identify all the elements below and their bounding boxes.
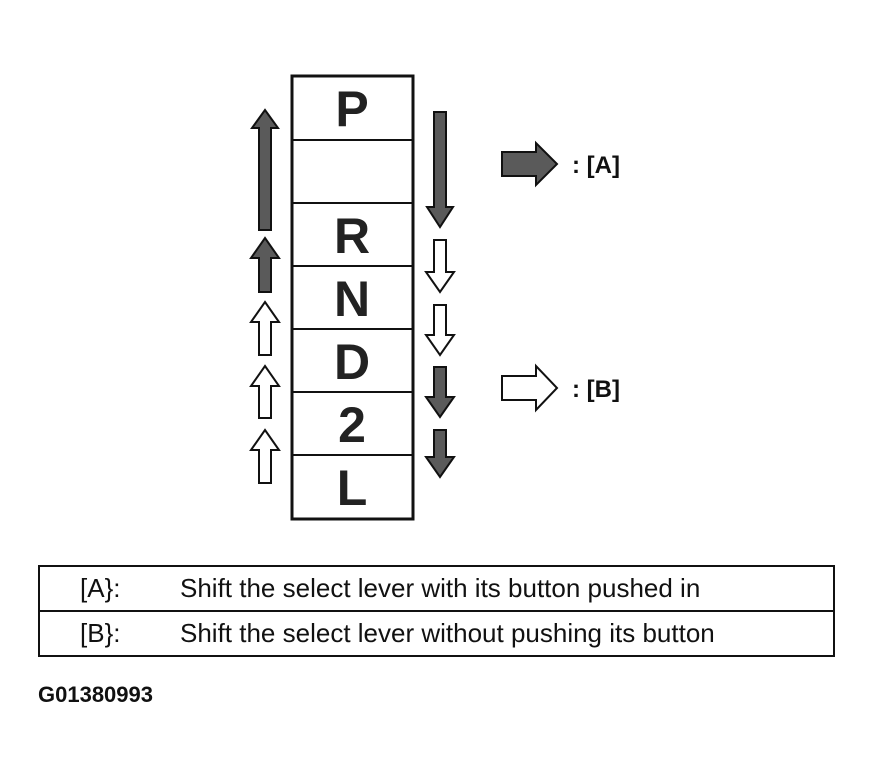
gear-2-label: 2	[338, 397, 366, 453]
up-arrow-outline-icon	[249, 364, 281, 419]
up-arrow-icon	[249, 236, 281, 293]
right-arrow-outline-icon	[501, 363, 559, 413]
down-arrow-icon	[424, 366, 456, 419]
arrow-key-b-label: : [B]	[572, 376, 620, 403]
shift-pattern-diagram: P R N D 2 L : [A] : [	[249, 74, 620, 521]
downshift-arrows	[424, 111, 456, 479]
down-arrow-icon	[425, 111, 455, 229]
legend-table: [A}: Shift the select lever with its butt…	[38, 565, 835, 657]
arrow-key-b: : [B]	[501, 363, 620, 413]
down-arrow-outline-icon	[424, 304, 456, 357]
gear-d-label: D	[334, 334, 370, 390]
gear-l-label: L	[337, 460, 368, 516]
legend-row-a: [A}: Shift the select lever with its butt…	[38, 565, 835, 612]
arrow-key-a-label: : [A]	[572, 152, 620, 179]
up-arrow-outline-icon	[249, 428, 281, 484]
up-arrow-icon	[250, 108, 280, 231]
upshift-arrows	[249, 108, 281, 484]
down-arrow-outline-icon	[424, 239, 456, 294]
legend-text-a: Shift the select lever with its button p…	[180, 573, 701, 603]
legend-key-b: [B}:	[80, 618, 121, 648]
figure-id: G01380993	[38, 682, 153, 707]
legend-text-b: Shift the select lever without pushing i…	[180, 618, 715, 648]
legend-row-b: [B}: Shift the select lever without pushi…	[38, 610, 835, 657]
down-arrow-icon	[424, 429, 456, 479]
up-arrow-outline-icon	[249, 300, 281, 356]
gear-r-label: R	[334, 208, 370, 264]
shift-gate: P R N D 2 L	[290, 74, 415, 521]
gear-n-label: N	[334, 271, 370, 327]
legend-key-a: [A}:	[80, 573, 121, 603]
arrow-key-a: : [A]	[501, 140, 620, 188]
gear-p-label: P	[335, 81, 368, 137]
right-arrow-filled-icon	[501, 140, 559, 188]
